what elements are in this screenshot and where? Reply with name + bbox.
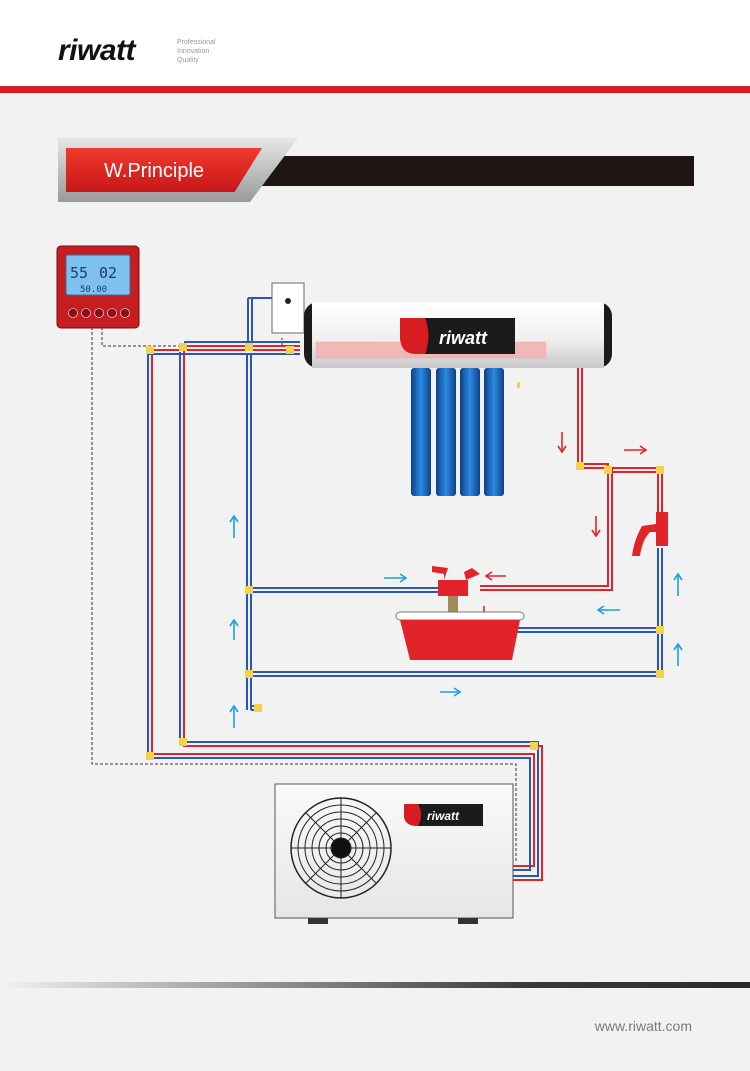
- tank-brand: riwatt: [439, 328, 488, 348]
- title-red-plate: [66, 148, 262, 192]
- controller[interactable]: 55 02 50.00: [56, 245, 140, 329]
- footer-line: [0, 982, 750, 988]
- website-url[interactable]: www.riwatt.com: [594, 1018, 692, 1034]
- header-red-line: [0, 86, 750, 93]
- tagline-line-2: Innovation: [177, 48, 210, 55]
- section-title: W.Principle: [104, 160, 205, 182]
- controller-bottom-readout: 50.00: [80, 285, 107, 295]
- header-bar: riwatt Professional Innovation Quality: [0, 0, 750, 86]
- fan-icon: [290, 797, 392, 899]
- bathtub-icon: [395, 611, 525, 660]
- water-tank: riwatt: [304, 302, 612, 368]
- solar-tubes-icon: [411, 368, 504, 496]
- tagline: Professional Innovation Quality: [177, 38, 216, 65]
- tagline-line-1: Professional: [177, 39, 216, 46]
- heat-pump-unit: riwatt: [274, 783, 514, 924]
- controller-buttons[interactable]: [68, 308, 130, 318]
- section-title-banner: W.Principle: [58, 138, 694, 202]
- title-dark-bar: [258, 156, 694, 186]
- controller-temp-left: 55: [70, 264, 88, 282]
- shower-valve-icon: [632, 512, 668, 556]
- heat-pump-brand: riwatt: [427, 809, 460, 823]
- pipe-fittings: [146, 343, 664, 760]
- faucet-icon: [432, 566, 480, 618]
- controller-temp-right: 02: [99, 264, 117, 282]
- riwatt-logo: riwatt: [58, 34, 136, 67]
- tagline-line-3: Quality: [177, 57, 199, 64]
- controller-screen: [65, 254, 131, 296]
- pump-icon: [271, 282, 305, 334]
